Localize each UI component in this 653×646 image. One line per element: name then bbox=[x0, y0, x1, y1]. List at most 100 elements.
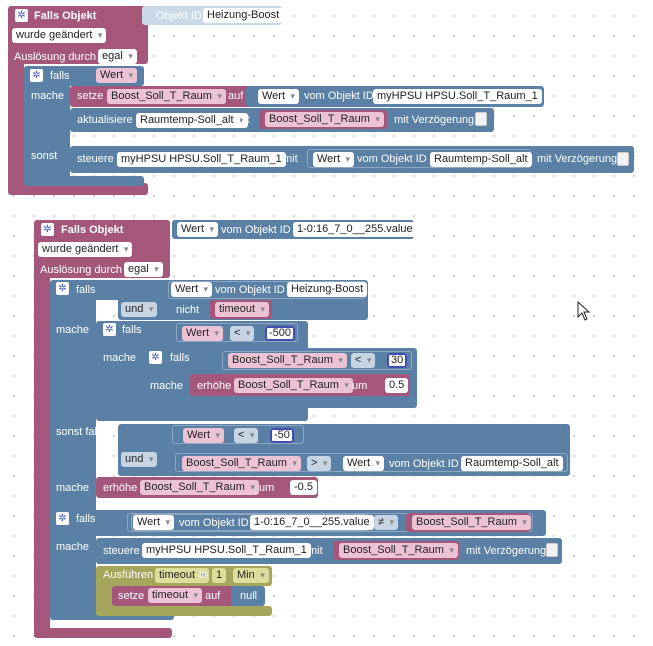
if-block-footer bbox=[24, 176, 144, 186]
trigger-block-footer bbox=[34, 628, 172, 638]
um-label: um bbox=[352, 380, 368, 392]
trigger-block-footer bbox=[8, 183, 148, 195]
heizung-boost-field[interactable]: Heizung-Boost bbox=[287, 282, 368, 297]
boost-soll-dropdown[interactable]: Boost_Soll_T_Raum bbox=[228, 353, 347, 368]
wurde-geaendert-dropdown[interactable]: wurde geändert bbox=[38, 242, 133, 257]
less-than-dropdown[interactable]: < bbox=[234, 428, 259, 443]
boost-soll-dropdown[interactable]: Boost_Soll_T_Raum bbox=[140, 480, 259, 495]
sensor-id-field[interactable]: 1-0:16_7_0__255.value bbox=[250, 515, 374, 530]
mache-label: mache bbox=[56, 482, 90, 494]
number-field[interactable]: 1 bbox=[212, 568, 227, 583]
wert-dropdown[interactable]: Wert bbox=[133, 515, 175, 530]
verzoegerung-checkbox[interactable] bbox=[617, 152, 629, 166]
boost-soll-dropdown[interactable]: Boost_Soll_T_Raum bbox=[234, 378, 353, 393]
less-than-dropdown[interactable]: < bbox=[230, 326, 255, 341]
nested-if-footer bbox=[96, 410, 212, 420]
ausfuehren-label: Ausführen bbox=[103, 569, 154, 581]
wert-dropdown[interactable]: Wert bbox=[343, 456, 385, 471]
number-field[interactable]: 30 bbox=[387, 353, 408, 368]
sensor-id-field[interactable]: 1-0:16_7_0__255.value bbox=[293, 222, 417, 237]
gear-icon[interactable]: ✲ bbox=[41, 223, 54, 236]
und-dropdown[interactable]: und bbox=[121, 302, 158, 317]
myhpsu-field[interactable]: myHPSU HPSU.Soll_T_Raum_1 bbox=[373, 89, 542, 104]
falls-objekt-label: Falls Objekt bbox=[34, 10, 97, 22]
myhpsu-field[interactable]: myHPSU HPSU.Soll_T_Raum_1 bbox=[142, 543, 311, 558]
vom-objekt-id-label: vom Objekt ID bbox=[215, 284, 285, 296]
mache-label: mache bbox=[150, 380, 184, 392]
auf-label: auf bbox=[205, 590, 221, 602]
boost-soll-dropdown[interactable]: Boost_Soll_T_Raum bbox=[107, 89, 226, 104]
um-label: um bbox=[259, 482, 275, 494]
gear-icon[interactable]: ✲ bbox=[56, 282, 69, 295]
und-dropdown[interactable]: und bbox=[121, 452, 158, 467]
timer-footer bbox=[96, 606, 272, 616]
steuere-label: steuere bbox=[77, 153, 114, 165]
wert-dropdown[interactable]: Wert bbox=[182, 326, 224, 341]
falls-label: falls bbox=[50, 70, 70, 82]
gear-icon[interactable]: ✲ bbox=[15, 9, 28, 22]
mache-label: mache bbox=[56, 324, 90, 336]
mit-label: mit bbox=[308, 545, 323, 557]
vom-objekt-id-label: vom Objekt ID bbox=[389, 458, 459, 470]
raumtemp-alt-dropdown[interactable]: Raumtemp-Soll_alt bbox=[136, 113, 248, 128]
wert-dropdown[interactable]: Wert bbox=[171, 282, 213, 297]
wert-dropdown[interactable]: Wert bbox=[177, 222, 219, 237]
timer-spine bbox=[96, 566, 114, 616]
verzoegerung-checkbox[interactable] bbox=[546, 543, 558, 557]
number-field[interactable]: -0.5 bbox=[290, 480, 317, 495]
timeout-dropdown[interactable]: timeout bbox=[148, 588, 203, 603]
mache-label: mache bbox=[31, 90, 65, 102]
falls-label: falls bbox=[170, 352, 190, 364]
timeout-dropdown[interactable]: timeout bbox=[215, 302, 270, 317]
vom-objekt-id-label: vom Objekt ID bbox=[357, 153, 427, 165]
nicht-label: nicht bbox=[176, 304, 200, 316]
wurde-geaendert-dropdown[interactable]: wurde geändert bbox=[12, 28, 107, 43]
gear-icon[interactable]: ✲ bbox=[30, 69, 43, 82]
number-field[interactable]: -50 bbox=[270, 428, 294, 443]
egal-dropdown[interactable]: egal bbox=[98, 49, 137, 64]
wert-dropdown[interactable]: Wert bbox=[96, 68, 138, 83]
raumtemp-alt-field[interactable]: Raumtemp-Soll_alt bbox=[461, 456, 563, 471]
pointer-cursor-icon bbox=[577, 301, 591, 321]
heizung-boost-field[interactable]: Heizung-Boost bbox=[203, 8, 284, 23]
mit-label: mit bbox=[283, 153, 298, 165]
null-block[interactable] bbox=[231, 586, 265, 606]
vom-objekt-id-label: vom Objekt ID bbox=[304, 90, 374, 102]
boost-soll-dropdown[interactable]: Boost_Soll_T_Raum bbox=[182, 456, 301, 471]
wert-dropdown[interactable]: Wert bbox=[258, 89, 300, 104]
mit-verzoegerung-label: mit Verzögerung bbox=[466, 545, 547, 557]
greater-than-dropdown[interactable]: > bbox=[307, 456, 332, 471]
aktualisiere-label: aktualisiere bbox=[77, 114, 133, 126]
wert-dropdown[interactable]: Wert bbox=[313, 152, 355, 167]
verzoegerung-checkbox[interactable] bbox=[475, 112, 487, 126]
gear-icon[interactable]: ✲ bbox=[103, 323, 116, 336]
boost-soll-dropdown[interactable]: Boost_Soll_T_Raum bbox=[265, 112, 384, 127]
gear-icon[interactable]: ✲ bbox=[149, 351, 162, 364]
raumtemp-alt-field[interactable]: Raumtemp-Soll_alt bbox=[430, 152, 532, 167]
boost-soll-dropdown[interactable]: Boost_Soll_T_Raum bbox=[339, 543, 458, 558]
boost-soll-dropdown[interactable]: Boost_Soll_T_Raum bbox=[412, 515, 531, 530]
gear-icon[interactable]: ✲ bbox=[56, 512, 69, 525]
objekt-id-label: Objekt ID bbox=[156, 10, 202, 22]
trigger-block-spine bbox=[34, 270, 50, 636]
ausloesung-label: Auslösung durch bbox=[14, 51, 96, 63]
if-block-spine bbox=[24, 66, 70, 186]
number-field[interactable]: -500 bbox=[265, 326, 296, 341]
myhpsu-field[interactable]: myHPSU HPSU.Soll_T_Raum_1 bbox=[117, 152, 286, 167]
egal-dropdown[interactable]: egal bbox=[124, 262, 163, 277]
min-dropdown[interactable]: Min bbox=[233, 568, 269, 583]
number-field[interactable]: 0.5 bbox=[385, 378, 409, 393]
vom-objekt-id-label: vom Objekt ID bbox=[179, 517, 249, 529]
falls-label: falls bbox=[76, 284, 96, 296]
sonst-falls-label: sonst falls bbox=[56, 426, 105, 438]
ausloesung-label: Auslösung durch bbox=[40, 264, 122, 276]
wert-dropdown[interactable]: Wert bbox=[183, 428, 225, 443]
less-than-dropdown[interactable]: < bbox=[351, 353, 376, 368]
if-block-spine bbox=[50, 510, 96, 620]
timeout-dropdown[interactable]: timeout bbox=[155, 568, 210, 583]
erhoehe-label: erhöhe bbox=[197, 380, 232, 392]
not-equal-dropdown[interactable]: ≠ bbox=[374, 515, 399, 530]
steuere-label: steuere bbox=[103, 545, 140, 557]
setze-label: setze bbox=[118, 590, 145, 602]
mit-verzoegerung-label: mit Verzögerung bbox=[394, 114, 475, 126]
